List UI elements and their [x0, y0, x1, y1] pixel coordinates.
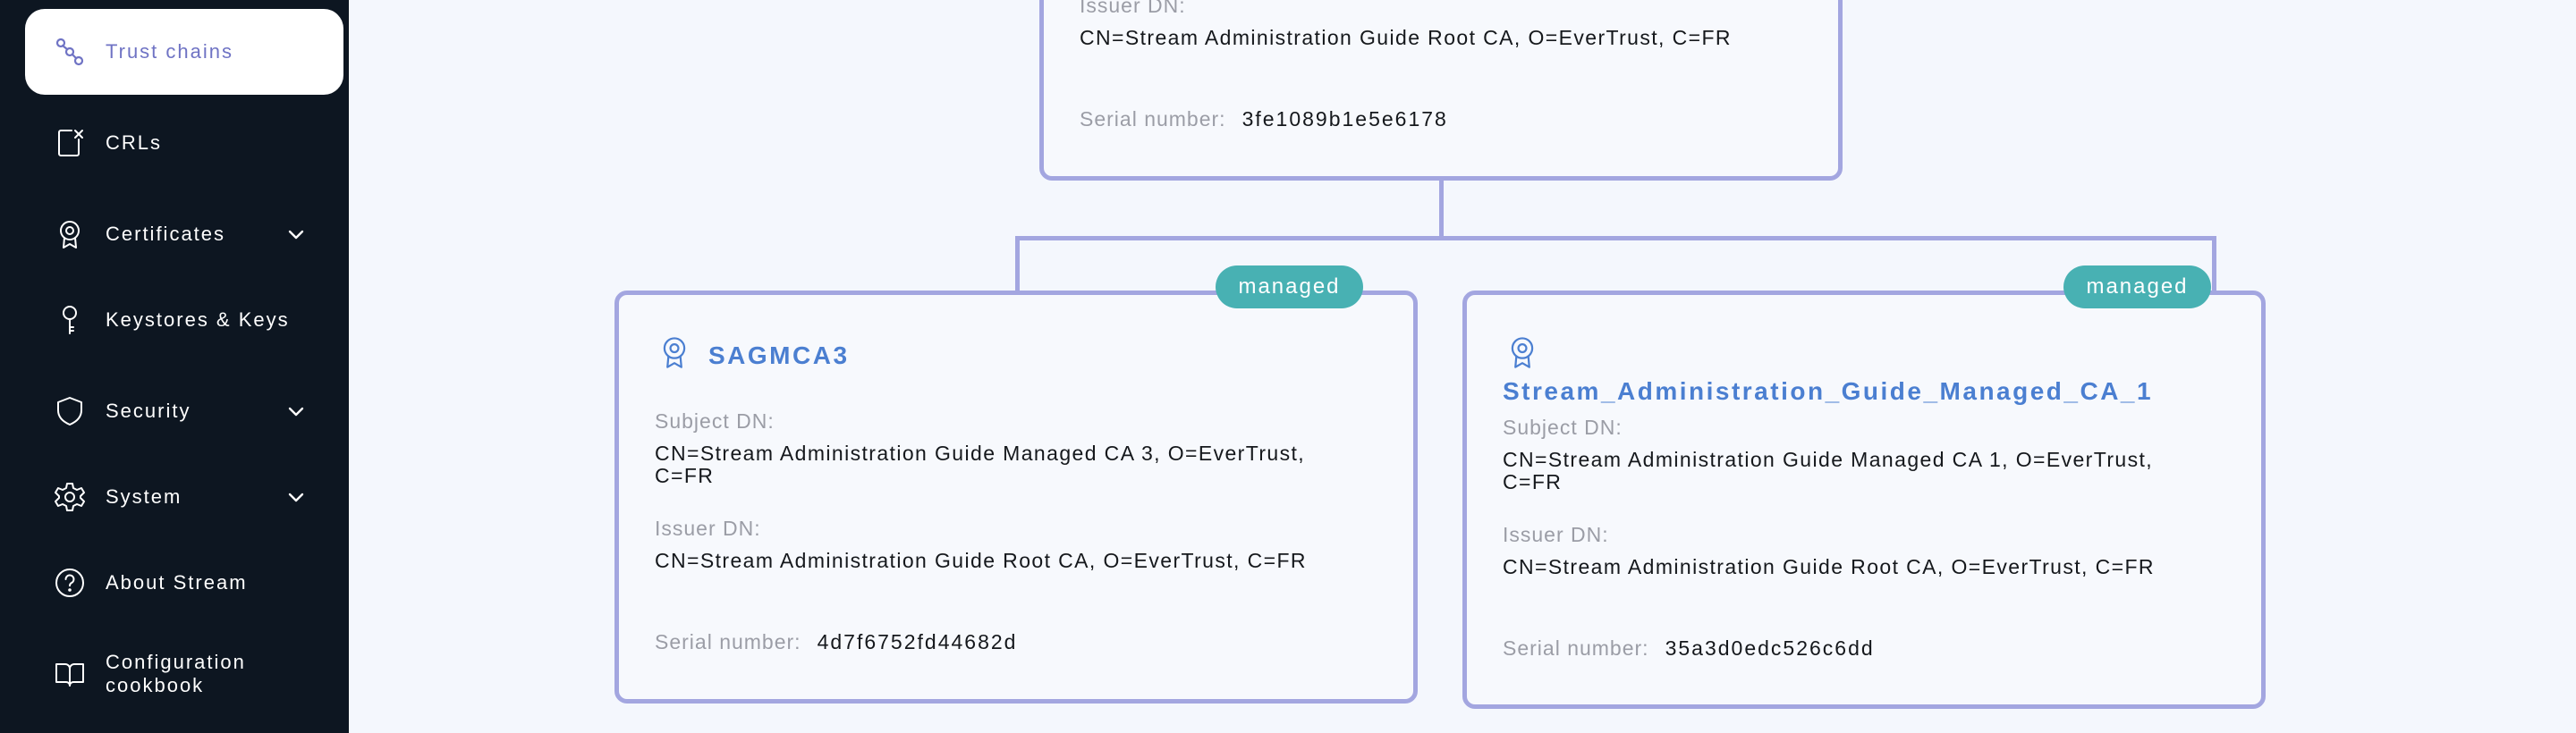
certificate-icon [1511, 337, 1534, 368]
issuer-dn-value: CN=Stream Administration Guide Root CA, … [655, 549, 1307, 572]
sidebar-item-label: Security [106, 400, 191, 422]
managed-badge: managed [1216, 265, 1363, 308]
shield-icon [52, 393, 88, 429]
tree-connector [1015, 236, 2216, 240]
serial-number-label: Serial number: [655, 630, 801, 653]
serial-number-label: Serial number: [1080, 107, 1226, 131]
sidebar-item-certificates[interactable]: Certificates [25, 191, 343, 277]
sidebar-item-label: System [106, 485, 182, 508]
key-icon [52, 302, 88, 338]
managed-badge: managed [2063, 265, 2211, 308]
trust-chain-view: Issuer DN: CN=Stream Administration Guid… [349, 0, 2576, 733]
serial-number: Serial number: 3fe1089b1e5e6178 [1080, 107, 1448, 131]
issuer-dn-label: Issuer DN: [1080, 0, 1186, 17]
book-icon [52, 656, 88, 692]
ca-name: Stream_Administration_Guide_Managed_CA_1 [1503, 377, 2154, 405]
ca-card-sagmca3[interactable]: SAGMCA3 Subject DN: CN=Stream Administra… [614, 291, 1418, 704]
subject-dn-value: CN=Stream Administration Guide Managed C… [1503, 448, 2154, 493]
ca-card-managed-ca-1[interactable]: Stream_Administration_Guide_Managed_CA_1… [1462, 291, 2266, 709]
sidebar-item-label: Configuration cookbook [106, 651, 246, 696]
chevron-down-icon[interactable] [283, 398, 309, 425]
sidebar-item-label: Trust chains [106, 40, 234, 63]
issuer-dn-value: CN=Stream Administration Guide Root CA, … [1080, 26, 1732, 49]
issuer-dn-value: CN=Stream Administration Guide Root CA, … [1503, 555, 2155, 578]
sidebar-item-label: Certificates [106, 223, 226, 245]
gear-icon [52, 479, 88, 515]
chevron-down-icon[interactable] [283, 221, 309, 248]
serial-number-value: 3fe1089b1e5e6178 [1241, 107, 1448, 131]
sidebar-item-label: Keystores & Keys [106, 308, 290, 331]
root-ca-card[interactable]: Issuer DN: CN=Stream Administration Guid… [1039, 0, 1843, 181]
tree-connector [1439, 177, 1444, 240]
serial-number-value: 4d7f6752fd44682d [817, 630, 1018, 653]
sidebar-item-crls[interactable]: CRLs [25, 100, 343, 186]
tree-connector [1015, 236, 1020, 293]
subject-dn-value: CN=Stream Administration Guide Managed C… [655, 442, 1306, 487]
certificate-icon [663, 337, 686, 368]
serial-number: Serial number: 4d7f6752fd44682d [655, 630, 1017, 654]
help-icon [52, 565, 88, 601]
serial-number: Serial number: 35a3d0edc526c6dd [1503, 636, 1875, 661]
sidebar-item-about-stream[interactable]: About Stream [25, 540, 343, 626]
sidebar-item-system[interactable]: System [25, 454, 343, 540]
serial-number-value: 35a3d0edc526c6dd [1665, 636, 1875, 660]
issuer-dn-label: Issuer DN: [655, 517, 761, 540]
subject-dn-label: Subject DN: [655, 409, 775, 433]
sidebar-item-trust-chains[interactable]: Trust chains [25, 9, 343, 95]
certificate-icon [52, 216, 88, 252]
sidebar: Trust chains CRLs Certificates Ke [0, 0, 349, 733]
sidebar-item-label: About Stream [106, 571, 248, 594]
sidebar-item-keystores-keys[interactable]: Keystores & Keys [25, 277, 343, 363]
chevron-down-icon[interactable] [283, 484, 309, 510]
sidebar-item-configuration-cookbook[interactable]: Configuration cookbook [25, 631, 343, 717]
crl-icon [52, 125, 88, 161]
ca-name: SAGMCA3 [708, 341, 850, 369]
trust-chain-icon [52, 34, 88, 70]
sidebar-item-label: CRLs [106, 131, 163, 154]
serial-number-label: Serial number: [1503, 636, 1649, 660]
sidebar-item-security[interactable]: Security [25, 368, 343, 454]
subject-dn-label: Subject DN: [1503, 416, 1623, 439]
issuer-dn-label: Issuer DN: [1503, 523, 1609, 546]
tree-connector [2212, 236, 2216, 293]
